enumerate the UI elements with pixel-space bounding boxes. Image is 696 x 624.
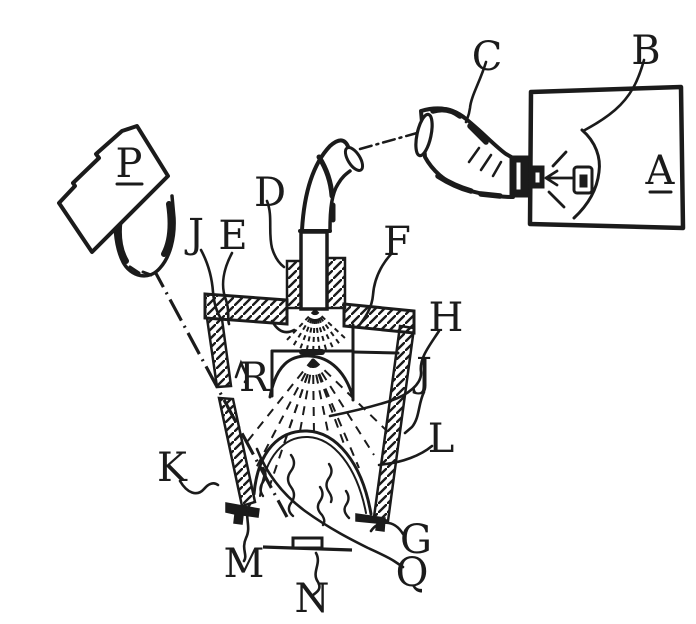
leader-L (377, 444, 434, 467)
dome-screen (252, 429, 373, 516)
leader-Q (255, 447, 405, 569)
box-reflector-arc (572, 128, 601, 220)
label-Q: Q (396, 550, 429, 596)
box-emitter-core (579, 174, 588, 188)
nozzle-collar-right (325, 256, 347, 310)
pipe-neck-outer (300, 138, 351, 232)
box-arrow-head (544, 169, 559, 187)
label-C: C (472, 34, 503, 80)
label-J1: J (184, 211, 204, 257)
hopper-wall-right (372, 324, 416, 523)
hose-mouth (414, 112, 434, 158)
label-A: A (645, 148, 676, 194)
lamp-assembly (57, 124, 176, 278)
pipe-mouth (343, 146, 365, 172)
lamp-housing (57, 124, 170, 254)
label-E: E (218, 213, 247, 259)
hopper-wall-left-lower (217, 396, 257, 508)
reference-letters: P C B A D E J F H J L R K G M Q N (116, 28, 676, 622)
hopper-foot-left (225, 502, 260, 525)
hose-shading-top (430, 106, 489, 145)
leader-lines (178, 58, 646, 597)
dome-inner-arc (259, 435, 367, 514)
lamp-barrel-cap-shade (128, 265, 153, 277)
label-R: R (239, 355, 271, 401)
label-P: P (116, 141, 143, 187)
leader-D (265, 199, 286, 269)
leader-F (356, 251, 394, 329)
label-M: M (224, 541, 265, 587)
leader-N (311, 551, 321, 597)
inner-dome (268, 354, 355, 400)
pipe-hose-centerline (358, 131, 419, 151)
inner-window-frame (268, 323, 400, 402)
leader-H (328, 329, 441, 418)
pipe-neck-shading (316, 154, 336, 223)
hose-ferrule-slot (515, 161, 522, 191)
leader-E-hook (270, 319, 296, 334)
vapor-squiggles (259, 453, 351, 527)
hopper-foot-right (355, 513, 386, 532)
leader-M (242, 502, 252, 563)
hose-shading-bottom (435, 173, 503, 199)
label-G: G (400, 517, 432, 563)
box-ray-lower (547, 190, 566, 209)
box-emitter (572, 165, 594, 195)
control-box-outline (527, 84, 686, 231)
leader-K (178, 479, 220, 495)
collector-tray (262, 536, 353, 552)
label-J2: J (412, 350, 432, 396)
leader-E (221, 251, 234, 326)
pipe-straight-section (299, 230, 329, 311)
leader-C (464, 60, 488, 124)
tray-sample-block (291, 536, 324, 550)
control-box (527, 84, 686, 231)
flex-hose (414, 106, 532, 199)
hopper-wall-left-upper (205, 316, 233, 389)
window-shelf (351, 350, 400, 355)
leader-J1 (199, 248, 222, 319)
label-D: D (254, 170, 286, 216)
label-K: K (157, 445, 188, 491)
box-ray-upper (551, 150, 568, 168)
hopper-vessel (203, 256, 416, 532)
spray-lower-fan (242, 358, 389, 486)
nozzle-collar-left (285, 259, 303, 310)
label-B: B (631, 28, 660, 74)
feed-pipe (298, 131, 419, 311)
box-port-notch (534, 171, 541, 184)
label-L: L (428, 416, 455, 462)
lamp-barrel-shading-right (161, 201, 174, 257)
spray-upper-fan (285, 309, 348, 356)
hose-shading-ticks (467, 146, 503, 178)
leader-B (581, 58, 646, 133)
label-H: H (429, 295, 464, 341)
label-F: F (383, 219, 411, 265)
leader-G (369, 521, 405, 536)
leader-J2 (403, 390, 426, 435)
label-N: N (295, 576, 330, 622)
leader-R-caret (234, 359, 249, 384)
